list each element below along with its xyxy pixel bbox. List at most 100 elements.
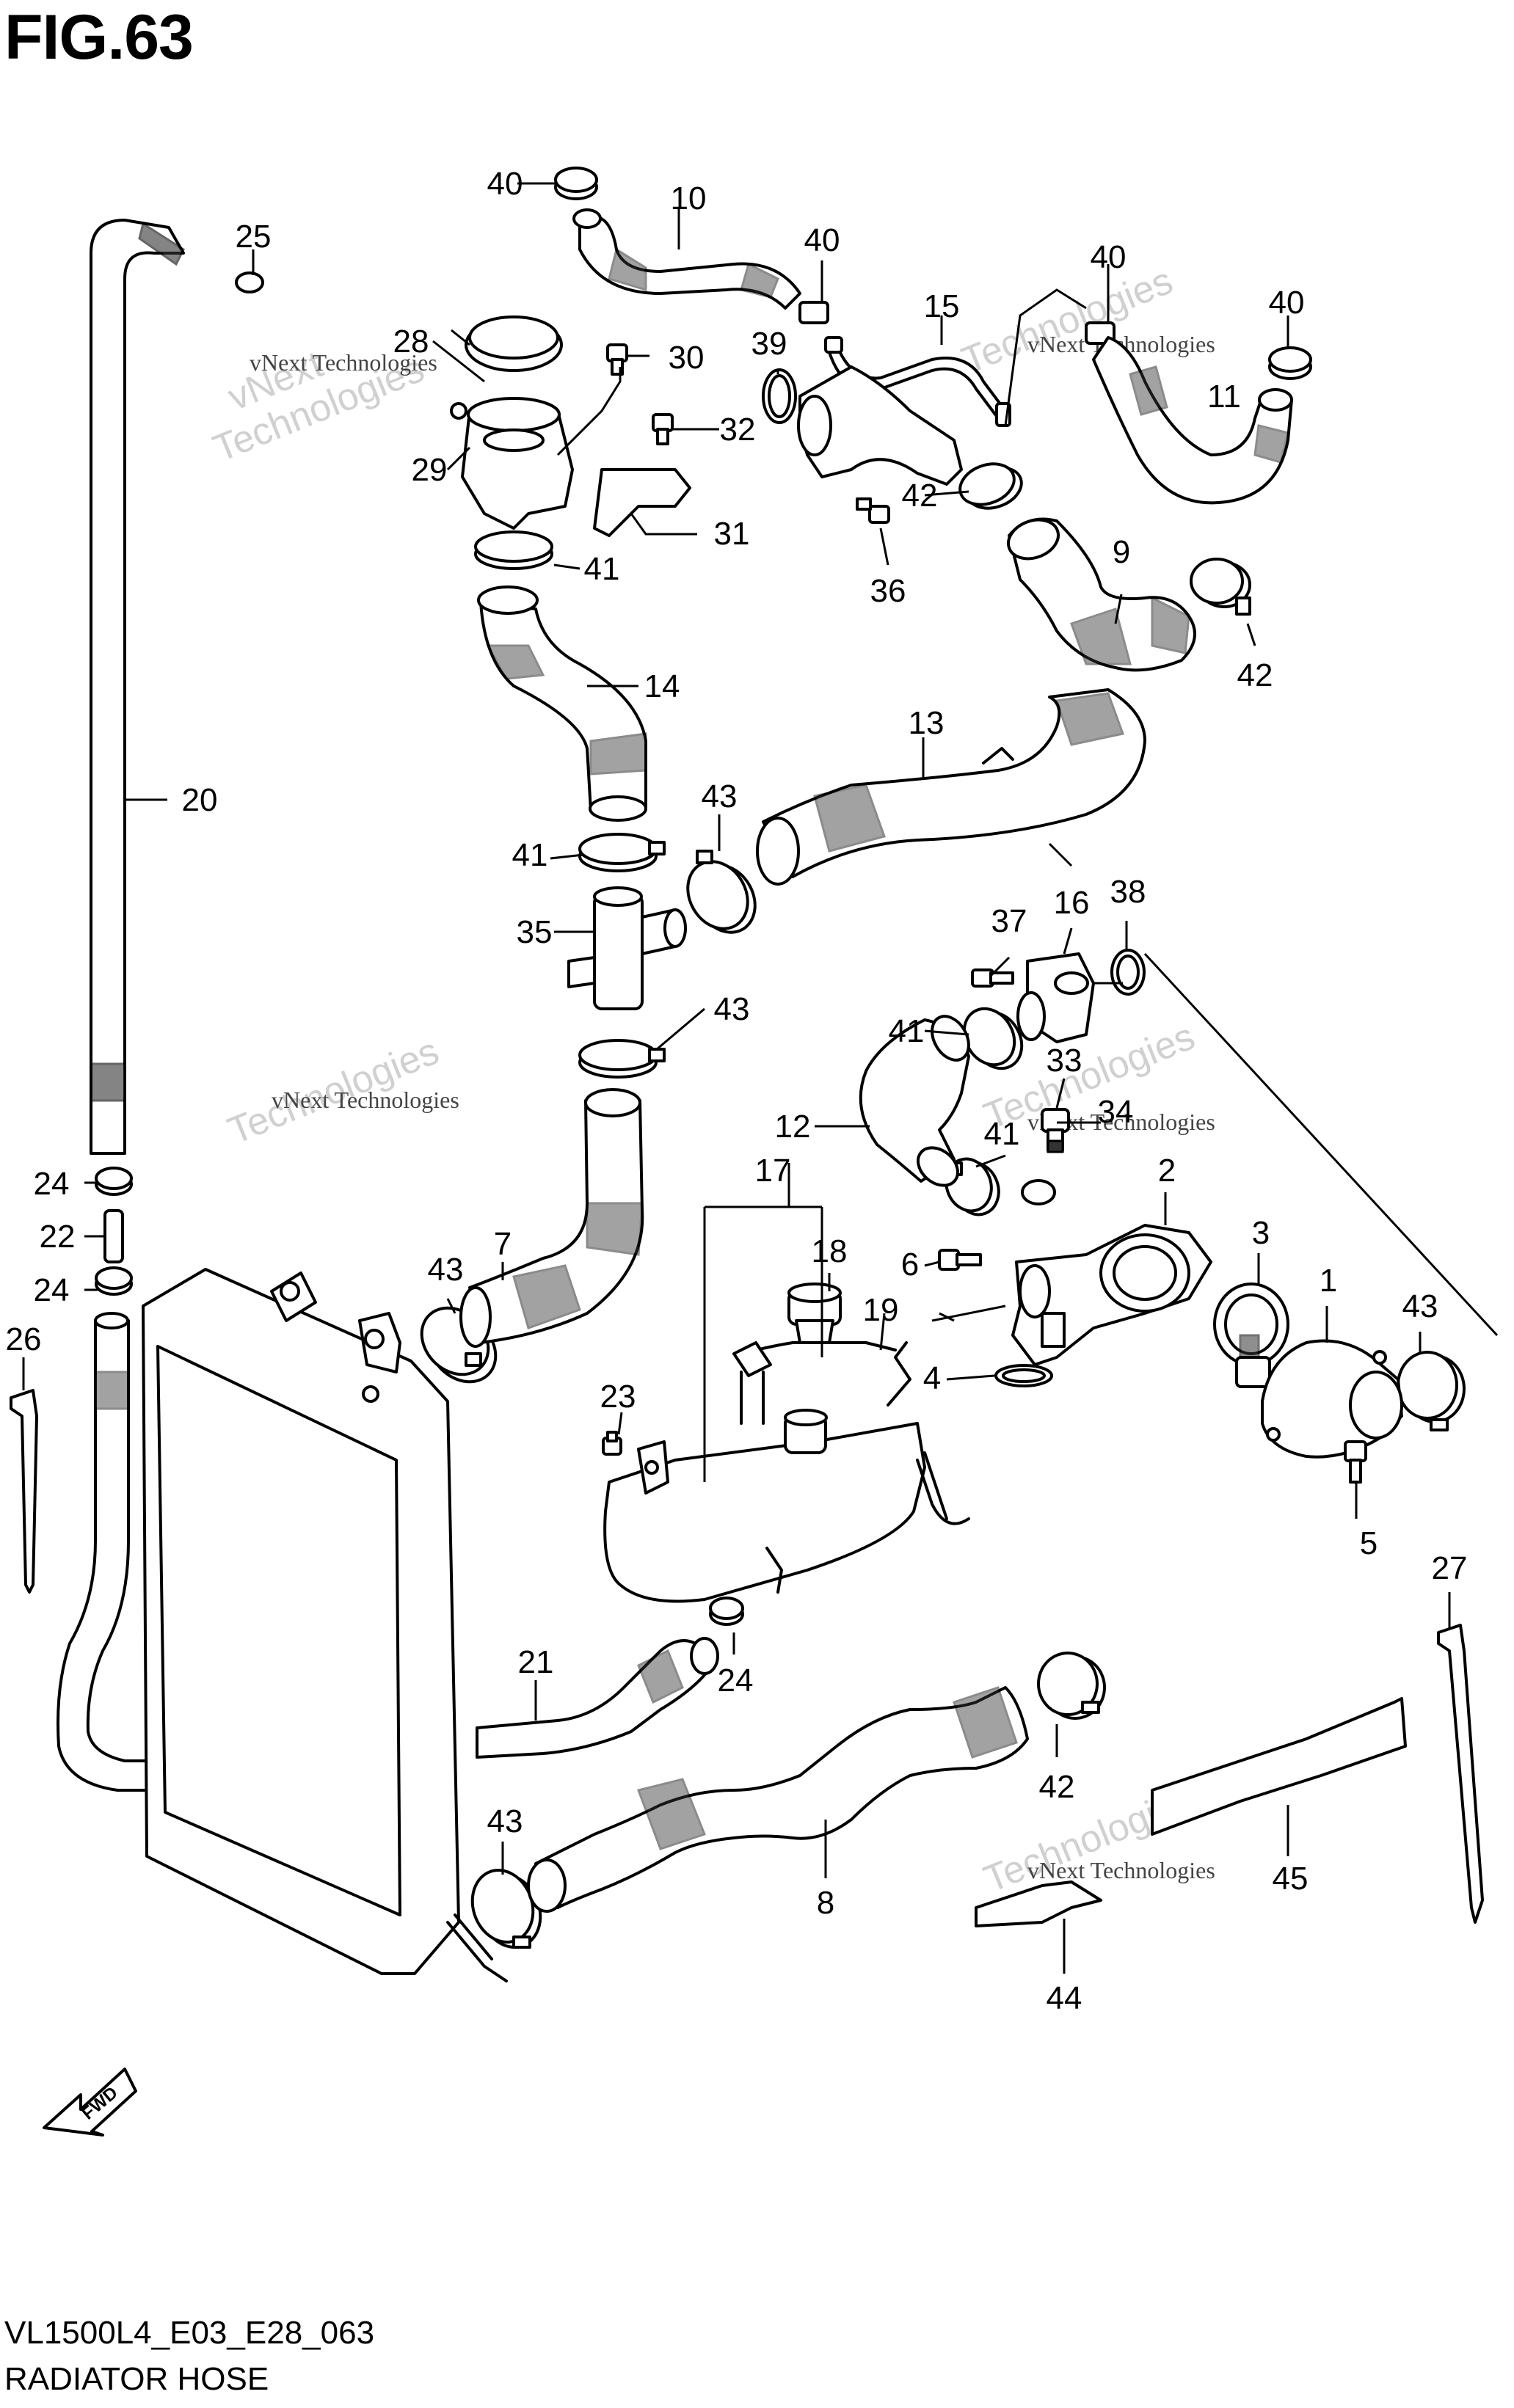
callout-29: 29	[412, 452, 448, 488]
cable-tie-26	[10, 1389, 38, 1594]
leader-lines	[22, 182, 1451, 1974]
callout-18: 18	[812, 1233, 848, 1269]
callout-40-a: 40	[487, 166, 523, 202]
hose-10	[572, 208, 801, 310]
hose-20	[90, 219, 185, 1155]
hose-9	[1007, 517, 1196, 672]
o-ring-38	[1110, 949, 1146, 996]
callout-35: 35	[517, 914, 553, 950]
callout-numbers: 40 10 40 40 40 25 28 30 29 32 31 39 15 1…	[6, 166, 1468, 2016]
hose-8	[527, 1686, 1029, 1913]
clip-24-a	[95, 1167, 133, 1196]
callout-41-a: 41	[584, 551, 620, 587]
fitting-16	[1016, 952, 1095, 1043]
clamp-41-a	[474, 530, 553, 570]
callout-9: 9	[1113, 534, 1130, 570]
clamp-43-e	[470, 1869, 542, 1949]
joint-22	[103, 1209, 124, 1263]
clamp-43-d	[1397, 1351, 1466, 1431]
callout-19: 19	[863, 1292, 899, 1328]
callout-41-b: 41	[512, 837, 548, 873]
callout-13: 13	[909, 705, 945, 741]
bracket-31	[593, 468, 691, 537]
bolt-6	[938, 1249, 982, 1271]
callout-3: 3	[1252, 1215, 1270, 1251]
plate-45	[1151, 1697, 1407, 1836]
callout-26: 26	[6, 1321, 42, 1357]
svg-text:vNext Technologies: vNext Technologies	[1027, 1857, 1215, 1883]
clamp-43-b	[686, 850, 757, 934]
bolt-5	[1344, 1440, 1367, 1484]
reservoir-cap-18	[787, 1283, 842, 1344]
callout-22: 22	[40, 1219, 76, 1255]
callout-41-c: 41	[889, 1013, 925, 1049]
callout-30: 30	[669, 340, 705, 376]
callout-40-b: 40	[804, 222, 840, 258]
callout-8: 8	[817, 1885, 834, 1921]
clamp-43-a	[578, 1039, 666, 1079]
filler-neck-29	[450, 397, 574, 530]
bolt-23	[602, 1431, 622, 1456]
callout-16: 16	[1054, 885, 1090, 921]
radiator-lower-hose	[57, 1312, 159, 1792]
figure-code: VL1500L4_E03_E28_063	[4, 2315, 375, 2351]
callout-44: 44	[1047, 1980, 1082, 2016]
fwd-arrow-icon: FWD	[43, 2068, 137, 2137]
callout-2: 2	[1158, 1153, 1176, 1189]
callout-24-a: 24	[34, 1166, 70, 1202]
callout-23: 23	[600, 1379, 636, 1415]
elbow-fitting	[797, 365, 963, 486]
bolt-37	[971, 968, 1014, 988]
callout-42-c: 42	[1039, 1769, 1075, 1805]
callout-14: 14	[644, 668, 680, 704]
clip-24-b	[95, 1266, 133, 1296]
callout-37: 37	[991, 903, 1027, 939]
clamp-42-c	[1037, 1652, 1106, 1720]
bolt-32	[652, 413, 674, 445]
svg-text:Technologies: Technologies	[956, 260, 1179, 382]
callout-40-c: 40	[1091, 239, 1127, 275]
callout-43-b: 43	[714, 991, 750, 1027]
callout-42-a: 42	[902, 478, 938, 514]
callout-31: 31	[714, 516, 750, 552]
callout-39: 39	[751, 326, 787, 362]
clip-40-b	[798, 301, 829, 324]
bolt-30	[606, 343, 628, 376]
connector-lines	[432, 288, 1499, 1337]
callout-28: 28	[393, 324, 429, 360]
thermostat-3	[1213, 1283, 1289, 1388]
t-fitting-35	[567, 886, 687, 1010]
callout-40-d: 40	[1269, 285, 1305, 321]
clip-40-a	[554, 167, 598, 200]
clamp-42-b	[1190, 558, 1251, 616]
callout-6: 6	[901, 1247, 919, 1283]
o-ring-4	[994, 1364, 1053, 1387]
callout-41-d: 41	[984, 1116, 1020, 1152]
callout-1: 1	[1320, 1263, 1337, 1299]
cable-tie-27	[1437, 1624, 1484, 1924]
callout-12: 12	[775, 1109, 811, 1145]
reservoir-tank-19	[603, 1341, 970, 1603]
callout-43-e: 43	[487, 1803, 523, 1839]
callout-24-c: 24	[718, 1663, 754, 1699]
cover-1	[1261, 1339, 1403, 1459]
callout-36: 36	[870, 573, 906, 609]
figure-caption: RADIATOR HOSE	[4, 2361, 269, 2397]
sensor-33	[1041, 1108, 1070, 1153]
radiator	[142, 1268, 508, 1982]
svg-text:vNext Technologies: vNext Technologies	[250, 349, 437, 376]
callout-27: 27	[1432, 1550, 1468, 1586]
clip-24-c	[709, 1597, 744, 1626]
thermostat-housing-2	[1011, 1224, 1212, 1366]
callout-20: 20	[182, 782, 218, 818]
o-ring-39	[762, 368, 797, 424]
bolt-36	[856, 497, 890, 524]
callout-43-d: 43	[428, 1252, 464, 1288]
hose-12	[859, 1015, 970, 1187]
callout-15: 15	[924, 288, 960, 324]
callout-33: 33	[1047, 1043, 1082, 1079]
callout-21: 21	[518, 1644, 554, 1680]
callout-7: 7	[494, 1226, 512, 1262]
callout-17: 17	[755, 1153, 791, 1189]
